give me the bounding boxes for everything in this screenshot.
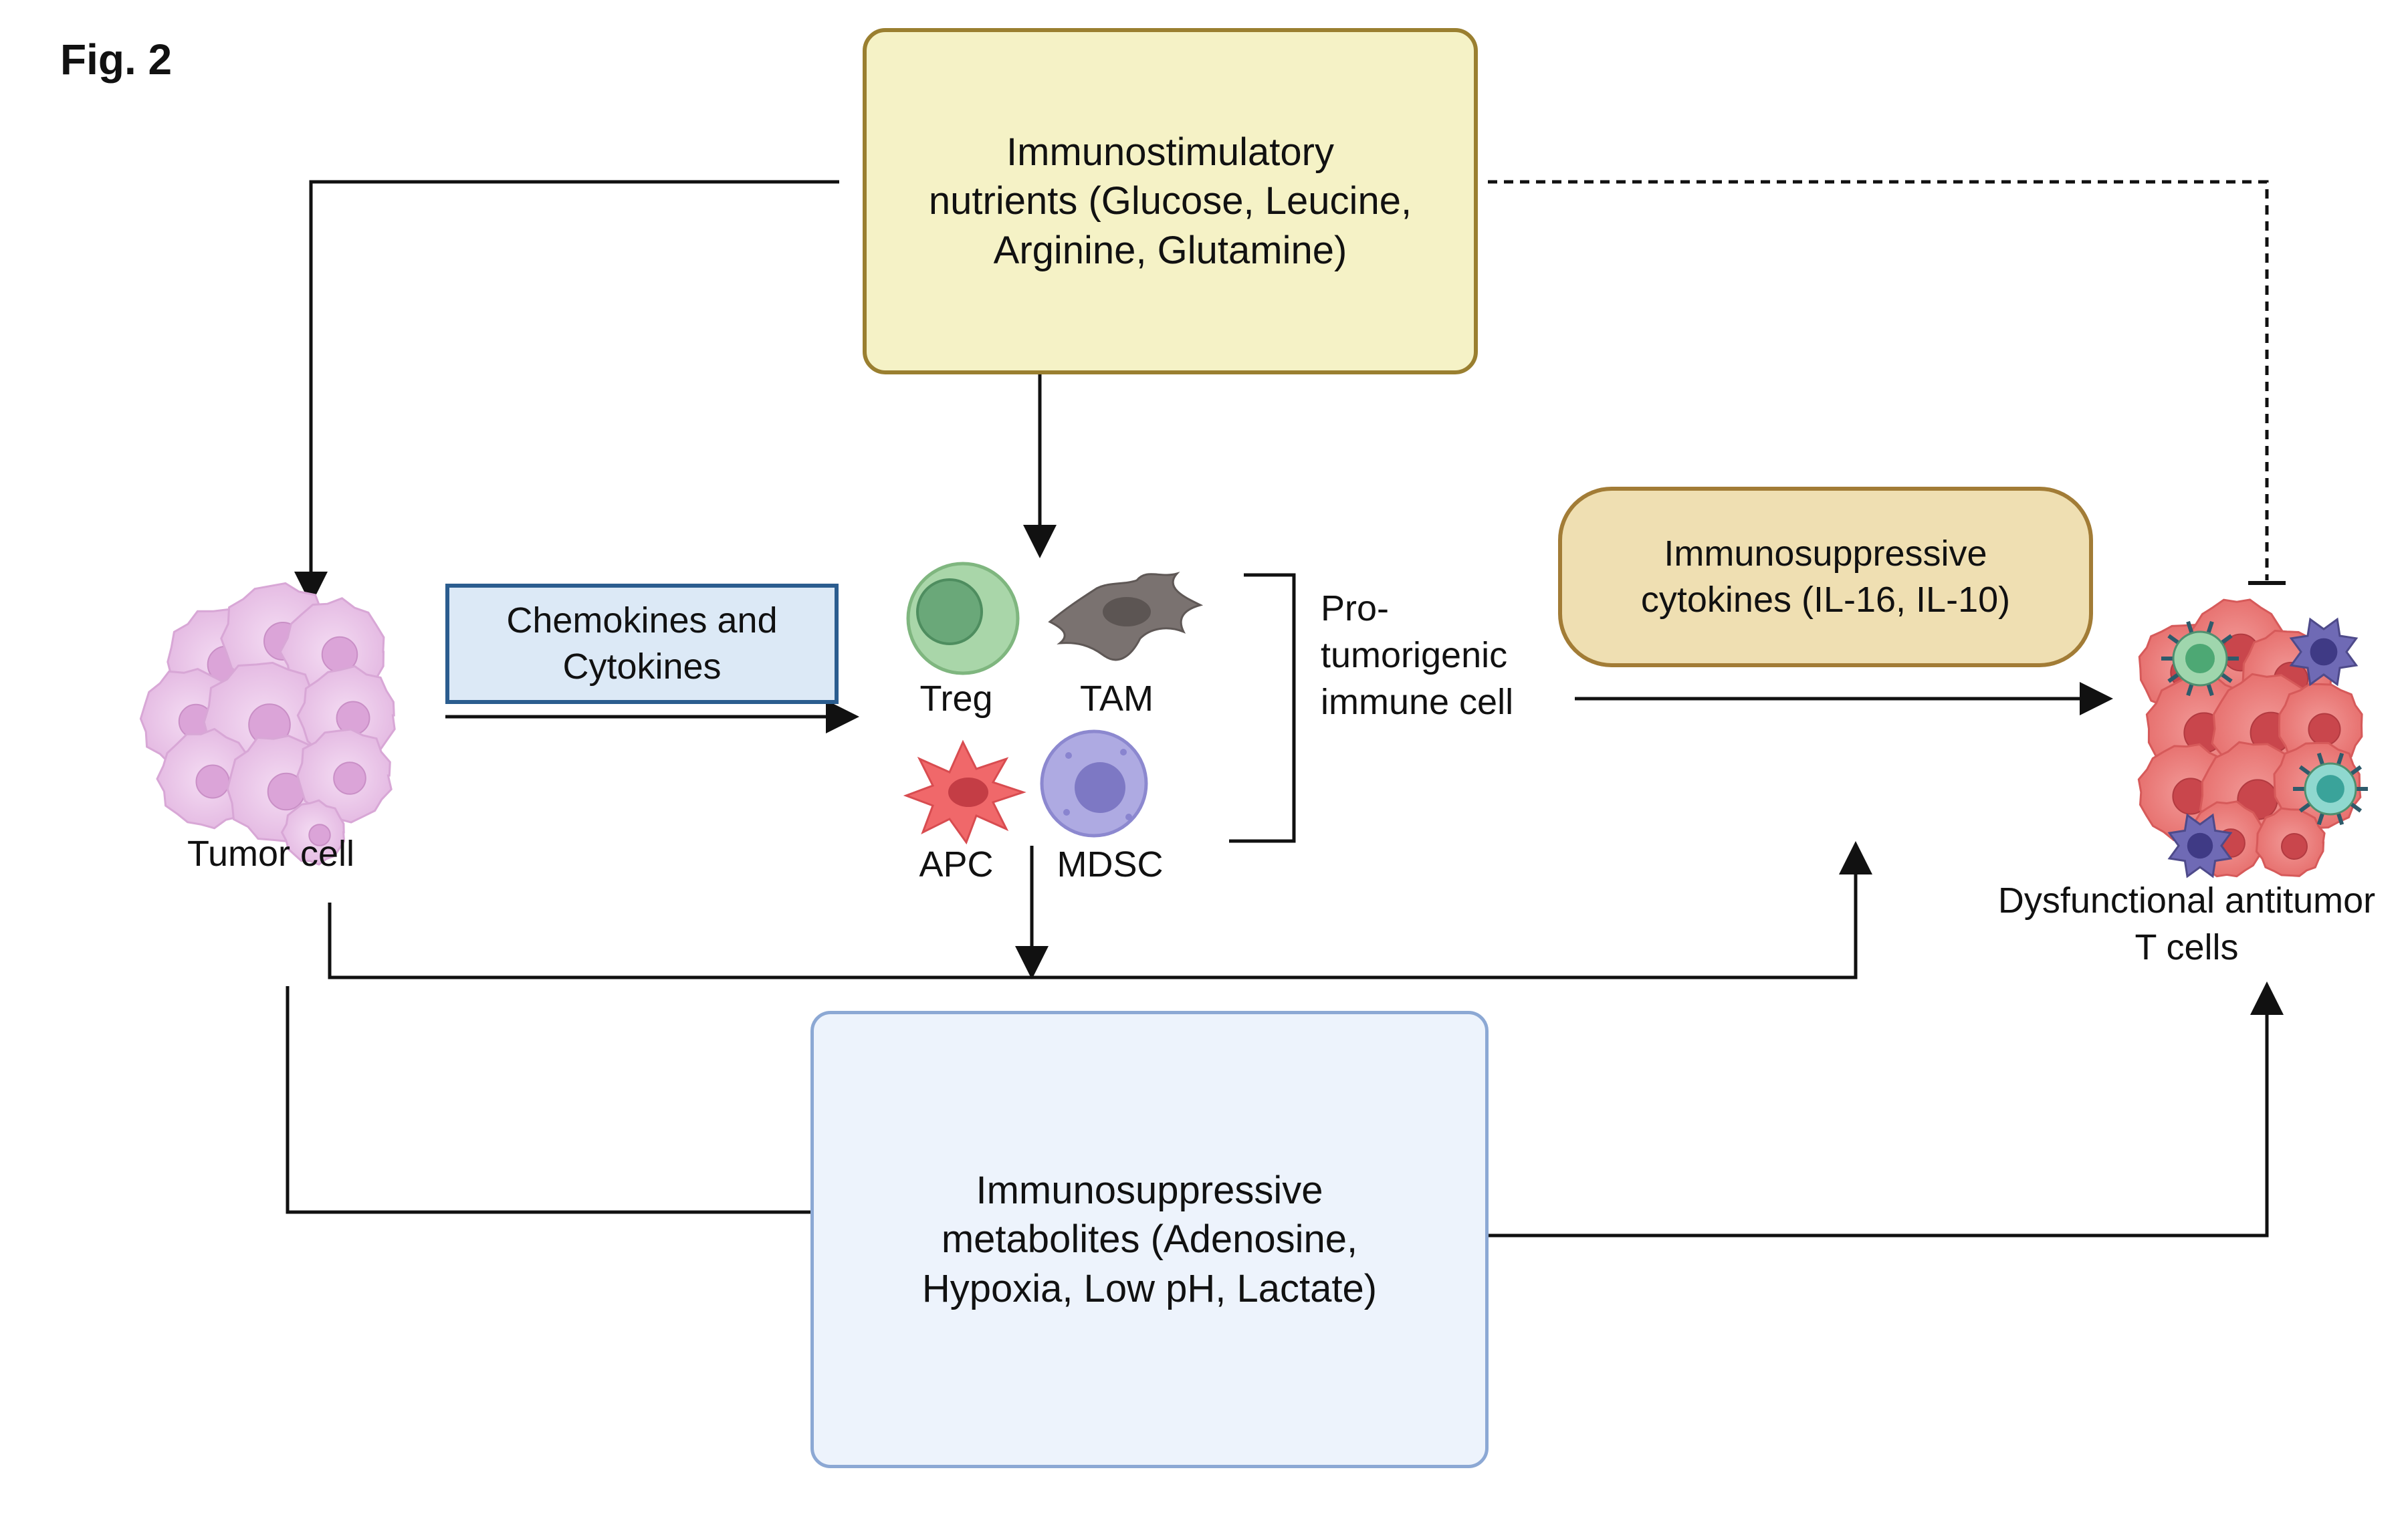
immunosuppressive-cytokines-box: Immunosuppressive cytokines (IL-16, IL-1…: [1558, 487, 2093, 667]
tumor-cell-icon: [139, 582, 396, 866]
immunostimulatory-nutrients-box: Immunostimulatory nutrients (Glucose, Le…: [863, 28, 1478, 374]
dysfunctional-t-cells-icon: [2137, 598, 2368, 878]
connectors: [286, 180, 2286, 1238]
mdsc-label: MDSC: [1057, 844, 1164, 885]
tam-icon: [1048, 572, 1204, 661]
apc-label: APC: [919, 844, 994, 885]
immune-bracket: [1229, 573, 1296, 843]
line-tumor-to-metabolites: [286, 986, 810, 1214]
chemokines-cytokines-box: Chemokines and Cytokines: [445, 584, 839, 704]
mdsc-icon: [1040, 729, 1148, 838]
inhibit-nutrients-to-tcells: [1488, 180, 2269, 580]
arrow-metabolites-to-tcells: [1489, 981, 2284, 1238]
figure-label: Fig. 2: [60, 35, 173, 84]
arrow-nutrients-to-tumor: [294, 180, 839, 605]
pro-tumorigenic-label: Pro- tumorigenic immune cell: [1321, 588, 1514, 723]
apc-icon: [903, 739, 1026, 845]
tumor-cell-label: Tumor cell: [187, 834, 355, 874]
immunosuppressive-metabolites-box: Immunosuppressive metabolites (Adenosine…: [810, 1011, 1489, 1468]
dysfunctional-t-cells-label: Dysfunctional antitumor T cells: [1997, 881, 2376, 968]
treg-label: Treg: [919, 679, 993, 719]
tam-label: TAM: [1080, 679, 1154, 719]
arrow-tumor-to-cytokines: [328, 841, 1872, 979]
treg-icon: [906, 562, 1020, 675]
